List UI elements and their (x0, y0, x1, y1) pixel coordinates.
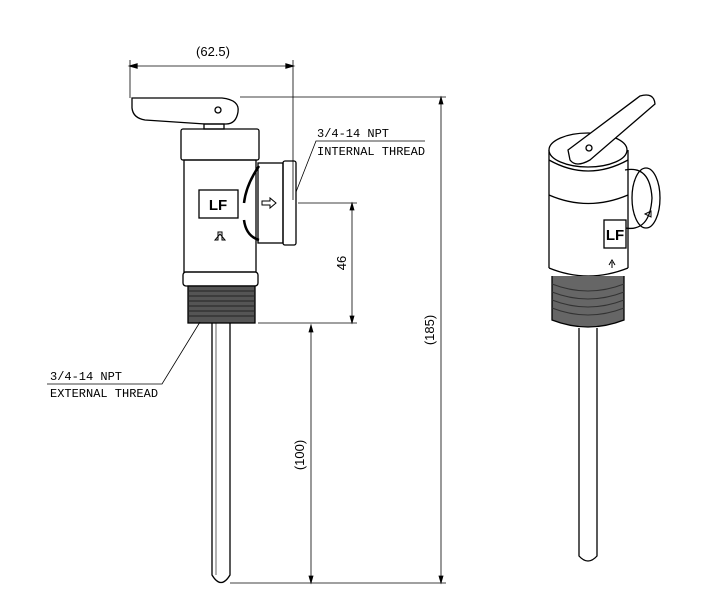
dimension-lines (230, 95, 446, 585)
total-height-dimension: (185) (422, 315, 437, 345)
iso-lf-badge: LF (606, 227, 624, 244)
front-view: (62.5) LF (127, 44, 297, 584)
lever-handle (131, 97, 239, 125)
internal-thread-label: INTERNAL THREAD (317, 145, 425, 159)
temperature-probe (211, 323, 231, 584)
lf-badge: LF (209, 197, 227, 214)
width-dimension: (62.5) (196, 44, 230, 59)
external-thread-spec: 3/4-14 NPT (50, 370, 122, 384)
external-thread-label: EXTERNAL THREAD (50, 387, 158, 401)
probe-length-dimension: (100) (292, 440, 307, 470)
outlet-height-dimension: 46 (334, 256, 349, 270)
external-thread (187, 285, 256, 324)
isometric-view: LF (548, 94, 661, 562)
internal-thread-spec: 3/4-14 NPT (317, 127, 389, 141)
